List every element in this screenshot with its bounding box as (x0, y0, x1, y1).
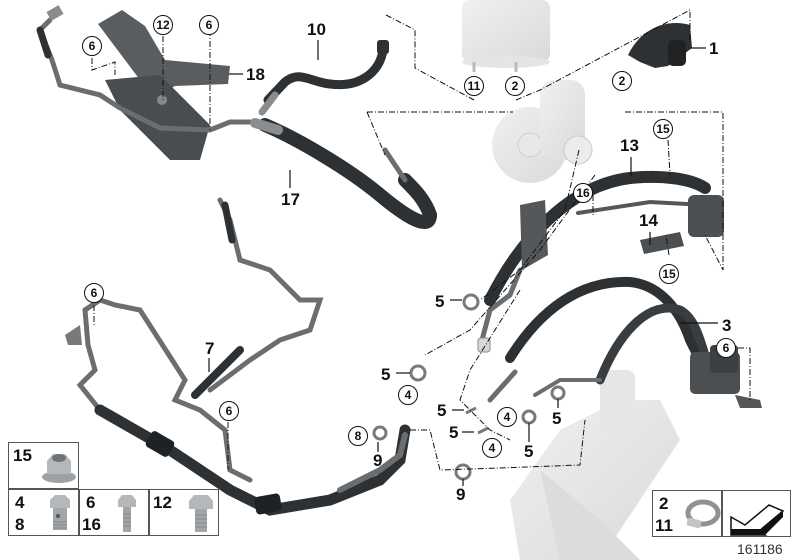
part-label-5-a[interactable]: 5 (435, 292, 445, 311)
callout-6-a[interactable]: 6 (82, 36, 102, 56)
callout-4-a[interactable]: 4 (398, 385, 418, 405)
banjo-bolt-icon (50, 495, 70, 530)
part-label-5-f[interactable]: 5 (524, 442, 534, 461)
callout-16[interactable]: 16 (573, 183, 593, 203)
legend-cell-hex-bolt-large[interactable]: 12 (149, 489, 219, 536)
legend-number-16: 16 (82, 515, 101, 534)
part-label-5-b[interactable]: 5 (381, 365, 391, 384)
callout-2-pump[interactable]: 2 (612, 71, 632, 91)
hose-13 (484, 170, 711, 306)
hex-bolt-large-icon (189, 495, 213, 532)
legend-number-11: 11 (655, 516, 673, 535)
legend-number-6: 6 (86, 493, 96, 512)
legend-cell-banjo-bolt[interactable]: 4 8 (8, 489, 79, 536)
part-label-9-a[interactable]: 9 (373, 451, 383, 470)
return-pipe (477, 267, 523, 353)
callout-6-e[interactable]: 6 (716, 338, 736, 358)
part-label-1[interactable]: 1 (709, 39, 719, 58)
leader-lines (208, 40, 718, 486)
callout-4-b[interactable]: 4 (497, 407, 517, 427)
part-label-17[interactable]: 17 (281, 190, 300, 209)
part-label-14[interactable]: 14 (639, 211, 658, 230)
callout-15-a[interactable]: 15 (653, 119, 673, 139)
callout-12[interactable]: 12 (153, 15, 173, 35)
legend-number-8: 8 (15, 515, 25, 534)
part-label-9-b[interactable]: 9 (456, 485, 466, 504)
callout-4-c[interactable]: 4 (482, 438, 502, 458)
callout-2-reservoir[interactable]: 2 (505, 76, 525, 96)
legend-cell-hex-bolt-small[interactable]: 6 16 (79, 489, 149, 536)
hose-10 (258, 40, 389, 116)
legend-cell-direction-arrow[interactable] (722, 490, 791, 537)
seal-washers (465, 406, 489, 435)
part-label-10[interactable]: 10 (307, 20, 326, 39)
elbow-hose-1 (628, 23, 692, 68)
hose-17 (250, 118, 438, 229)
legend-cell-flange-nut[interactable]: 15 (8, 442, 79, 489)
legend-cell-hose-clamp[interactable]: 2 11 (652, 490, 722, 537)
reservoir-ghost (462, 0, 550, 72)
callout-6-b[interactable]: 6 (199, 15, 219, 35)
part-label-5-d[interactable]: 5 (449, 423, 459, 442)
legend-number-12: 12 (153, 493, 172, 512)
part-label-5-c[interactable]: 5 (437, 401, 447, 420)
hose-sleeves (65, 325, 282, 515)
steering-gear-ghost (510, 370, 680, 560)
pump-ghost (492, 80, 593, 183)
legend-number-2: 2 (659, 494, 669, 513)
callout-6-d[interactable]: 6 (219, 401, 239, 421)
part-label-5-e[interactable]: 5 (552, 409, 562, 428)
heat-shield-18 (98, 10, 230, 160)
feed-pipe (36, 5, 268, 133)
callout-8[interactable]: 8 (348, 426, 368, 446)
callout-6-c[interactable]: 6 (84, 283, 104, 303)
part-label-18[interactable]: 18 (246, 65, 265, 84)
part-label-3[interactable]: 3 (722, 316, 732, 335)
callout-15-b[interactable]: 15 (659, 264, 679, 284)
part-label-13[interactable]: 13 (620, 136, 639, 155)
legend-number-4: 4 (15, 493, 25, 512)
image-number: 161186 (737, 541, 783, 557)
legend-number-15: 15 (13, 446, 32, 465)
cooler-bracket (520, 195, 724, 270)
cooler-loop (76, 197, 411, 516)
assembly-lines (91, 9, 751, 471)
hose-3 (487, 276, 710, 403)
front-direction-arrow-icon (730, 504, 785, 536)
callout-11[interactable]: 11 (464, 76, 484, 96)
hose-clamp-icon (685, 499, 721, 529)
hex-bolt-small-icon (118, 495, 136, 532)
part-label-7[interactable]: 7 (205, 339, 215, 358)
flange-nut-icon (42, 454, 76, 483)
